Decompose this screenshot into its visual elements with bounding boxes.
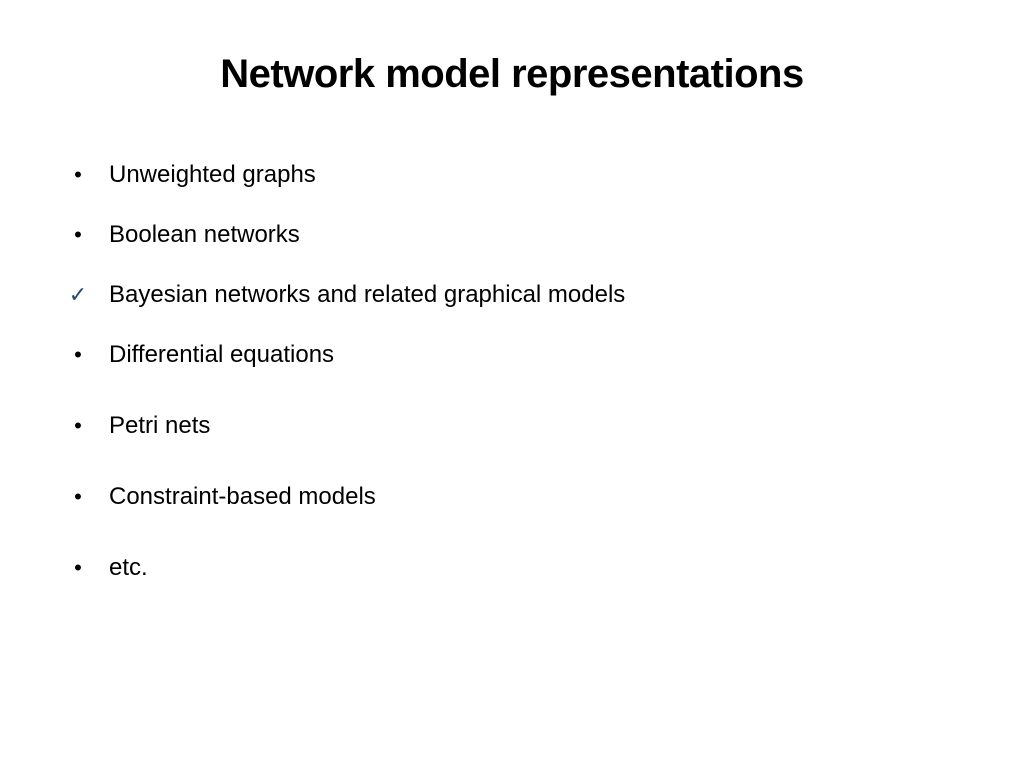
list-item: • etc. — [0, 550, 1024, 586]
list-item: • Boolean networks — [0, 217, 1024, 253]
list-item-text: Differential equations — [109, 341, 335, 368]
list-item-text: Boolean networks — [109, 221, 300, 248]
bullet-icon: • — [74, 222, 82, 247]
list-item: ✓ Bayesian networks and related graphica… — [0, 277, 1024, 313]
list-item-text: etc. — [109, 554, 148, 581]
slide-title: Network model representations — [220, 52, 804, 96]
list-item: • Differential equations — [0, 337, 1024, 373]
bullet-icon: • — [74, 342, 82, 367]
list-item-text: Unweighted graphs — [109, 161, 316, 188]
list-item: • Petri nets — [0, 408, 1024, 444]
list-item: • Constraint-based models — [0, 479, 1024, 515]
list-item-text: Constraint-based models — [109, 483, 376, 510]
bullet-icon: • — [74, 162, 82, 187]
checkmark-icon: ✓ — [68, 282, 88, 307]
bullet-icon: • — [74, 484, 82, 509]
list-item-text: Petri nets — [109, 412, 211, 439]
bullet-icon: • — [74, 555, 82, 580]
list-item-text: Bayesian networks and related graphical … — [109, 281, 626, 308]
list-item: • Unweighted graphs — [0, 157, 1024, 193]
bullet-icon: • — [74, 413, 82, 438]
